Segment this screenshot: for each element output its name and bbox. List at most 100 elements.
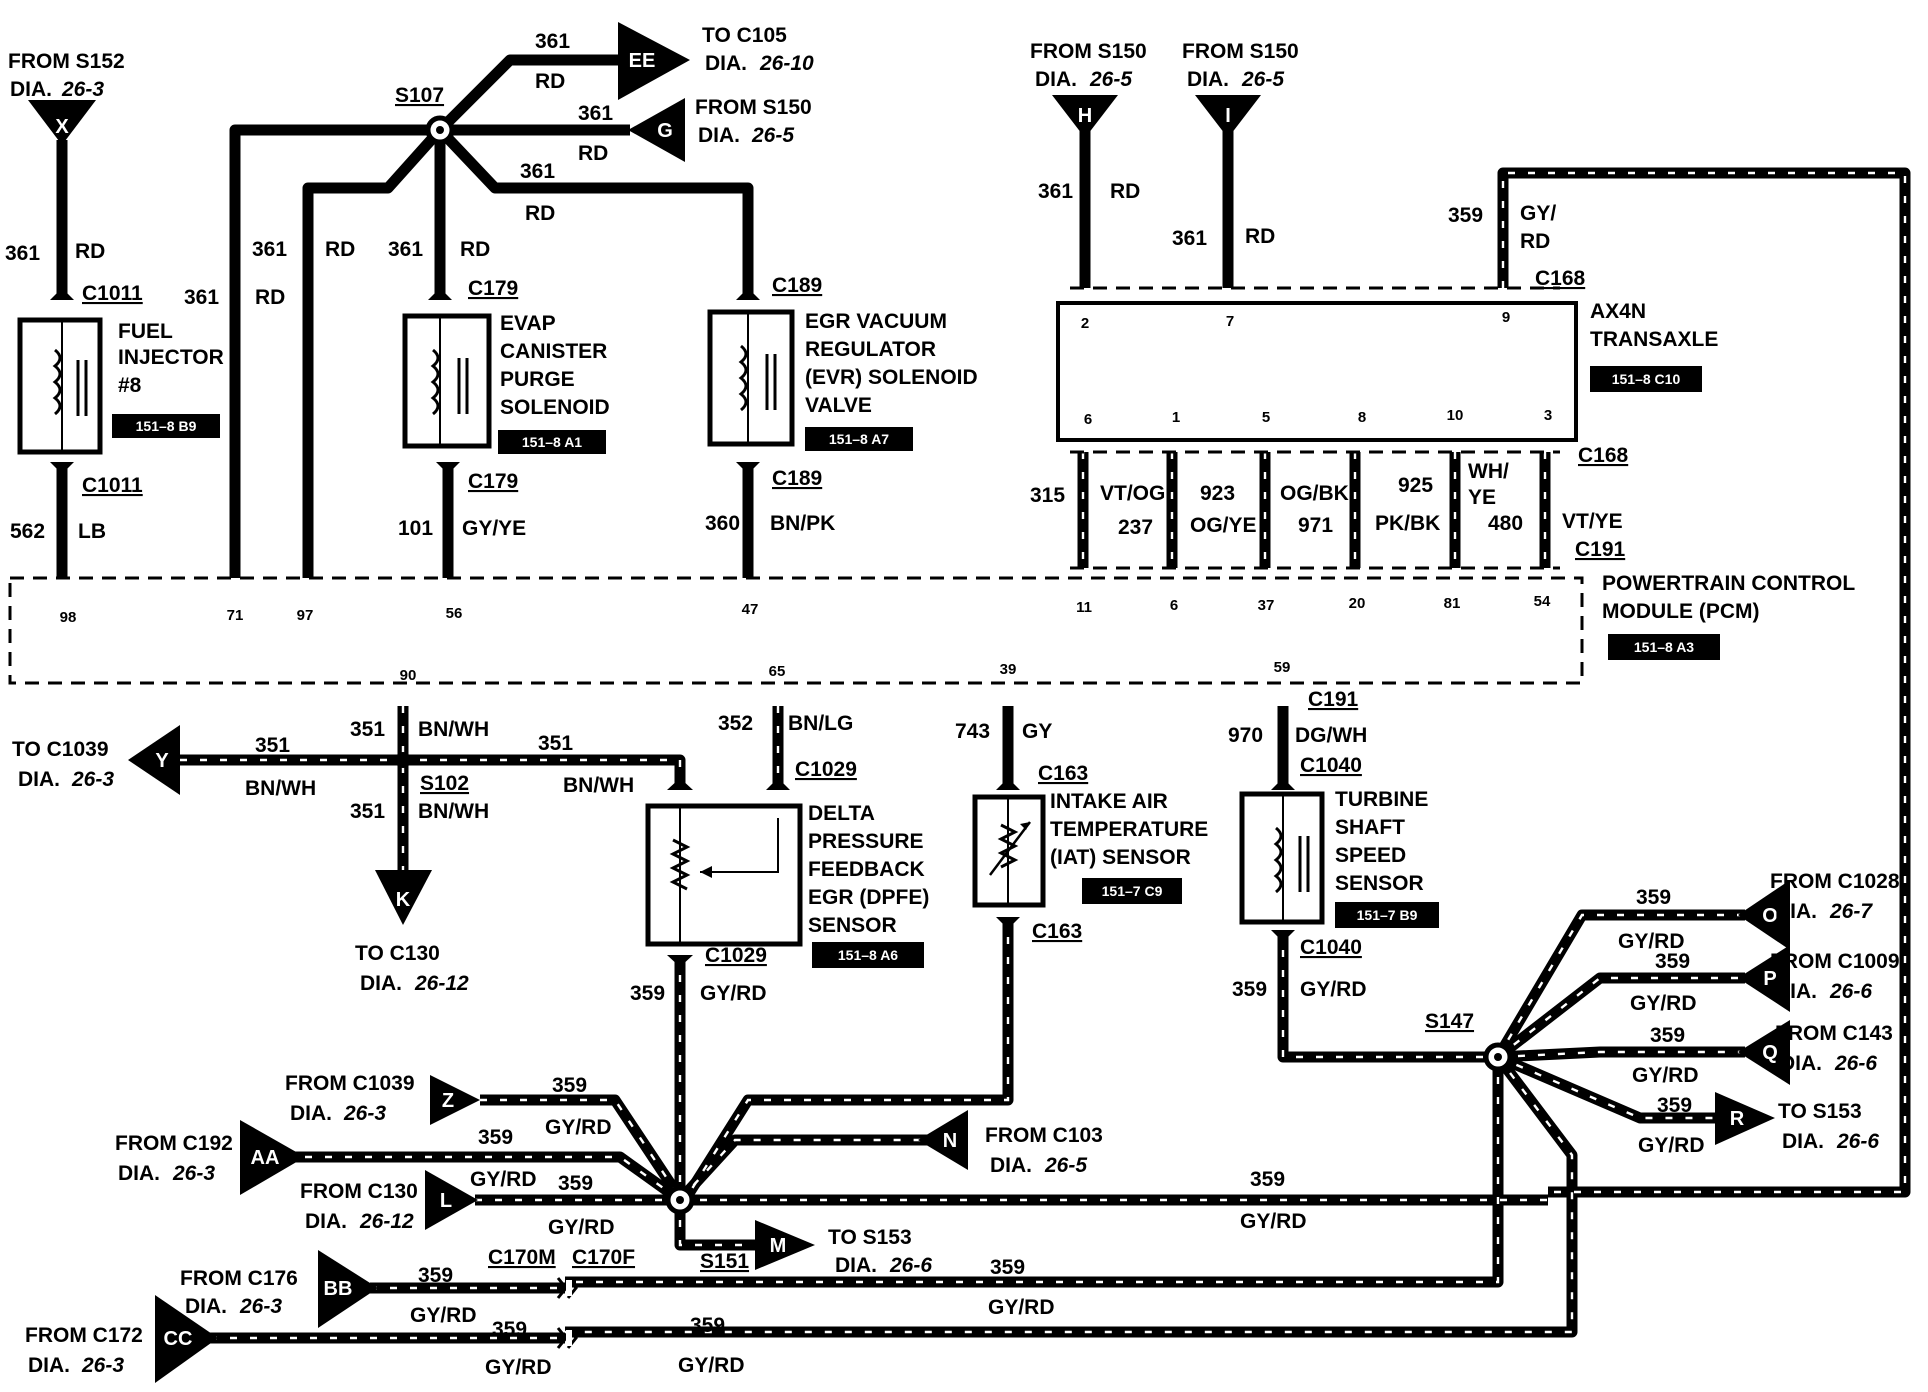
svg-text:5: 5 [1262,409,1270,426]
pcm-outline [8,576,1584,685]
svg-text:CC: CC [164,1328,193,1350]
svg-text:DIA.: DIA. [305,1210,347,1233]
svg-text:C1040: C1040 [1300,754,1362,777]
svg-text:351: 351 [350,800,385,823]
svg-text:151–8 A3: 151–8 A3 [1634,639,1694,655]
svg-text:97: 97 [297,607,314,624]
svg-text:C189: C189 [772,274,822,297]
svg-text:RD: RD [1110,180,1140,203]
svg-text:TO C130: TO C130 [355,942,440,965]
svg-text:Z: Z [442,1090,454,1112]
connector-q: Q [1738,1020,1790,1085]
svg-text:925: 925 [1398,474,1433,497]
svg-text:8: 8 [1358,409,1366,426]
svg-text:26-3: 26-3 [239,1295,282,1318]
svg-text:SPEED: SPEED [1335,844,1406,867]
svg-text:DIA.: DIA. [835,1254,877,1277]
iat-sensor-symbol [972,794,1046,908]
svg-text:DIA.: DIA. [1187,68,1229,91]
svg-text:56: 56 [446,605,463,622]
pin-caps [50,288,1295,967]
svg-text:562: 562 [10,520,45,543]
connector-x: X [28,100,96,145]
connector-n: N [918,1110,968,1170]
svg-text:SENSOR: SENSOR [1335,872,1424,895]
svg-text:71: 71 [227,607,244,624]
svg-text:BN/LG: BN/LG [788,712,853,735]
labels: FROM S152 DIA. 26-3 361 RD C1011 FUEL IN… [5,24,1900,1379]
svg-text:26-5: 26-5 [1089,68,1132,91]
svg-text:361: 361 [578,102,613,125]
svg-text:26-6: 26-6 [889,1254,932,1277]
svg-text:480: 480 [1488,512,1523,535]
svg-text:EGR (DPFE): EGR (DPFE) [808,886,929,909]
svg-text:237: 237 [1118,516,1153,539]
svg-text:GY/RD: GY/RD [548,1216,615,1239]
svg-text:FROM C103: FROM C103 [985,1124,1103,1147]
svg-text:BN/WH: BN/WH [418,800,489,823]
connector-cc: CC [155,1295,218,1383]
svg-text:FROM S150: FROM S150 [1030,40,1147,63]
svg-text:GY/RD: GY/RD [1300,978,1367,1001]
connector-l: L [425,1170,478,1230]
svg-text:151–7 C9: 151–7 C9 [1102,883,1163,899]
svg-text:BB: BB [324,1278,353,1300]
svg-text:FUEL: FUEL [118,320,173,343]
svg-text:C1011: C1011 [82,474,143,497]
svg-text:DIA.: DIA. [698,124,740,147]
svg-text:26-6: 26-6 [1836,1130,1879,1153]
svg-text:361: 361 [1038,180,1073,203]
svg-text:S102: S102 [420,772,469,795]
svg-text:971: 971 [1298,514,1333,537]
svg-text:351: 351 [350,718,385,741]
svg-text:361: 361 [535,30,570,53]
svg-text:359: 359 [1636,886,1671,909]
svg-text:359: 359 [1650,1024,1685,1047]
svg-text:VALVE: VALVE [805,394,872,417]
svg-text:BN/WH: BN/WH [563,774,634,797]
svg-text:3: 3 [1544,407,1552,424]
svg-text:10: 10 [1447,407,1464,424]
svg-text:I: I [1225,105,1231,127]
svg-text:RD: RD [75,240,105,263]
svg-text:26-3: 26-3 [61,78,104,101]
connector-i: I [1195,95,1261,138]
splice-s102 [395,752,411,768]
svg-text:2: 2 [1081,315,1089,332]
svg-text:GY/RD: GY/RD [410,1304,477,1327]
evap-solenoid-symbol [402,313,492,449]
connector-z: Z [430,1075,480,1125]
svg-text:351: 351 [538,732,573,755]
svg-text:TEMPERATURE: TEMPERATURE [1050,818,1208,841]
svg-text:26-6: 26-6 [1829,980,1872,1003]
svg-text:SHAFT: SHAFT [1335,816,1405,839]
connector-o: O [1738,880,1790,950]
svg-text:26-5: 26-5 [1044,1154,1087,1177]
svg-text:9: 9 [1502,309,1510,326]
svg-text:361: 361 [252,238,287,261]
connector-ee: EE [618,22,690,100]
svg-text:54: 54 [1534,593,1551,610]
svg-text:FEEDBACK: FEEDBACK [808,858,925,881]
svg-text:MODULE (PCM): MODULE (PCM) [1602,600,1759,623]
svg-text:11: 11 [1076,599,1092,616]
svg-text:C1029: C1029 [705,944,767,967]
svg-text:26-3: 26-3 [71,768,114,791]
svg-text:DIA.: DIA. [705,52,747,75]
svg-text:151–8 A7: 151–8 A7 [829,431,889,447]
svg-text:VT/YE: VT/YE [1562,510,1623,533]
svg-text:GY/RD: GY/RD [988,1296,1055,1319]
svg-text:GY/: GY/ [1520,202,1556,225]
reference-boxes: 151–8 B9 151–8 A1 151–8 A7 151–8 C10 151… [112,366,1720,968]
svg-text:361: 361 [184,286,219,309]
svg-text:GY/RD: GY/RD [700,982,767,1005]
svg-text:151–7 B9: 151–7 B9 [1357,907,1418,923]
svg-text:RD: RD [535,70,565,93]
connector-h: H [1052,95,1118,138]
svg-text:359: 359 [990,1256,1025,1279]
svg-text:K: K [396,889,411,911]
svg-text:INJECTOR: INJECTOR [118,346,224,369]
svg-text:C1040: C1040 [1300,936,1362,959]
svg-text:RD: RD [525,202,555,225]
